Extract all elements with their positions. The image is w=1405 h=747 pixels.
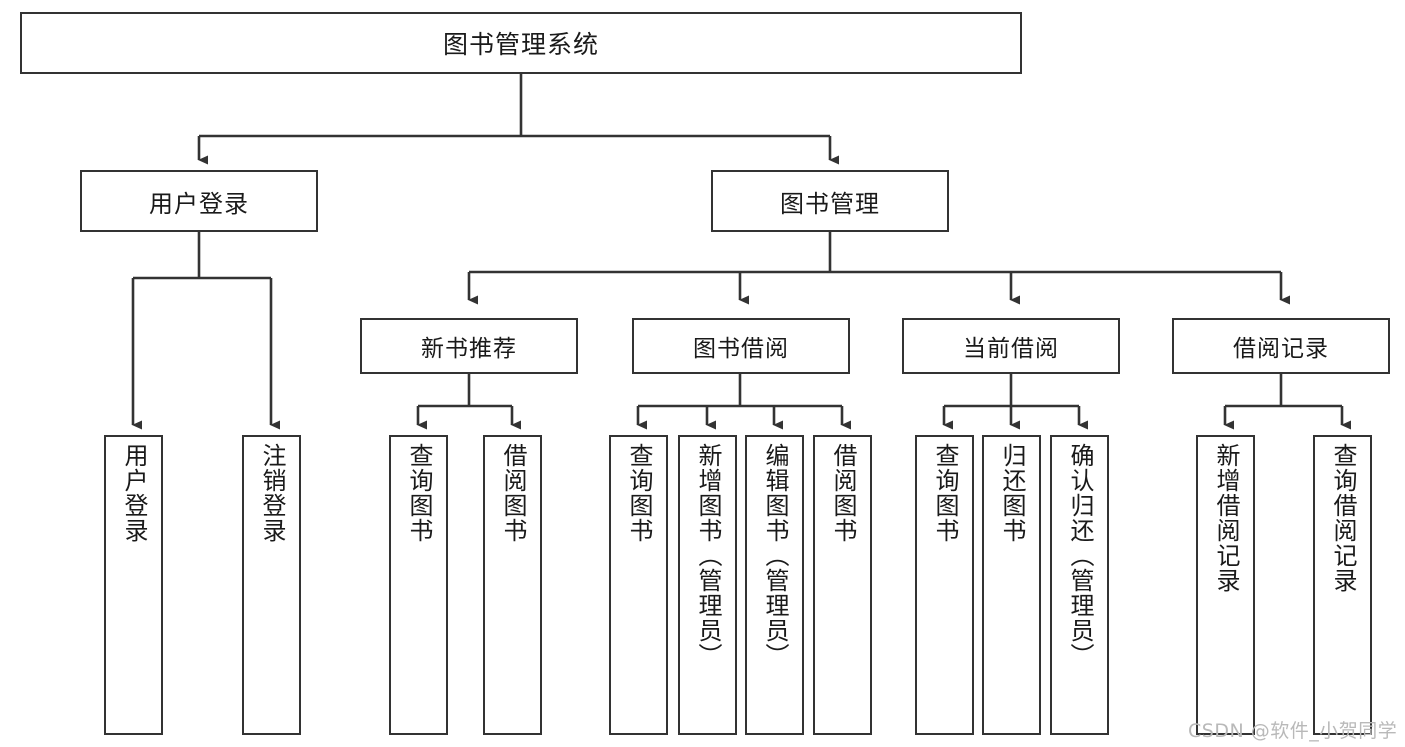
leaf-user-login-logout[interactable]: 注销登录: [242, 435, 301, 735]
node-label: 图书借阅: [693, 336, 789, 362]
leaf-user-login-login[interactable]: 用户登录: [104, 435, 163, 735]
node-label: 图书管理: [780, 189, 880, 218]
node-label: 新增图书（管理员）: [693, 443, 722, 668]
node-root-book-management-system[interactable]: 图书管理系统: [20, 12, 1022, 74]
node-label: 借阅图书: [828, 443, 857, 543]
leaf-book-borrow-borrow-book[interactable]: 借阅图书: [813, 435, 872, 735]
leaf-new-book-borrow-book[interactable]: 借阅图书: [483, 435, 542, 735]
node-label: 新增借阅记录: [1211, 443, 1240, 593]
node-label: 用户登录: [119, 443, 148, 543]
node-label: 查询图书: [404, 443, 433, 543]
node-label: 借阅图书: [498, 443, 527, 543]
node-book-management[interactable]: 图书管理: [711, 170, 949, 232]
leaf-current-borrow-query-book[interactable]: 查询图书: [915, 435, 974, 735]
node-label: 借阅记录: [1233, 336, 1329, 362]
leaf-borrow-records-add-record[interactable]: 新增借阅记录: [1196, 435, 1255, 735]
node-label: 当前借阅: [963, 336, 1059, 362]
leaf-book-borrow-edit-book-admin[interactable]: 编辑图书（管理员）: [745, 435, 804, 735]
leaf-current-borrow-confirm-return-admin[interactable]: 确认归还（管理员）: [1050, 435, 1109, 735]
node-book-borrow[interactable]: 图书借阅: [632, 318, 850, 374]
node-label: 确认归还（管理员）: [1065, 443, 1094, 668]
leaf-book-borrow-add-book-admin[interactable]: 新增图书（管理员）: [678, 435, 737, 735]
node-label: 新书推荐: [421, 336, 517, 362]
node-label: 查询借阅记录: [1328, 443, 1357, 593]
node-label: 编辑图书（管理员）: [760, 443, 789, 668]
node-label: 图书管理系统: [442, 30, 599, 59]
node-current-borrow[interactable]: 当前借阅: [902, 318, 1120, 374]
node-borrow-records[interactable]: 借阅记录: [1172, 318, 1390, 374]
node-label: 注销登录: [257, 443, 286, 543]
leaf-new-book-query-book[interactable]: 查询图书: [389, 435, 448, 735]
leaf-current-borrow-return-book[interactable]: 归还图书: [982, 435, 1041, 735]
node-user-login[interactable]: 用户登录: [80, 170, 318, 232]
node-label: 查询图书: [624, 443, 653, 543]
node-label: 用户登录: [149, 189, 249, 218]
leaf-borrow-records-query-record[interactable]: 查询借阅记录: [1313, 435, 1372, 735]
node-label: 查询图书: [930, 443, 959, 543]
leaf-book-borrow-query-book[interactable]: 查询图书: [609, 435, 668, 735]
node-label: 归还图书: [997, 443, 1026, 543]
node-new-book-recommend[interactable]: 新书推荐: [360, 318, 578, 374]
